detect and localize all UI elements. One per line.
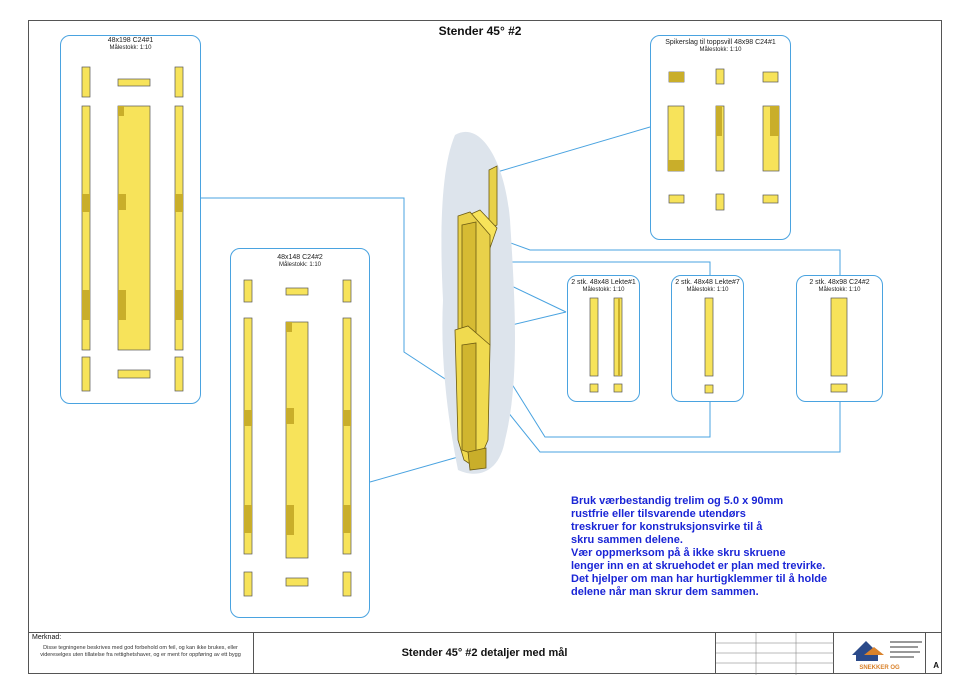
panel-label: 2 stk. 48x98 C24#2 <box>809 279 870 286</box>
panel5-parts <box>704 297 714 394</box>
panel3-parts <box>667 68 780 211</box>
panel4-groove <box>618 298 620 376</box>
panel1-notches <box>82 106 183 320</box>
drawing-title: Stender 45° #2 detaljer med mål <box>401 647 568 659</box>
house-logo-icon <box>852 641 922 661</box>
logo-text: SNEKKER OG <box>859 665 900 671</box>
panel-label: Spikerslag til toppsvill 48x98 C24#1 <box>665 39 776 46</box>
panel-scale: Målestokk: 1:10 <box>582 287 625 293</box>
panel6-parts <box>830 297 848 393</box>
panel-label: 2 stk. 48x48 Lekte#1 <box>571 279 636 286</box>
panel2-parts <box>243 279 352 597</box>
merknad-cell: Merknad: Disse tegningene beskrives med … <box>28 633 254 674</box>
panel-scale: Målestokk: 1:10 <box>699 47 742 53</box>
instruction-line: Bruk værbestandig trelim og 5.0 x 90mm <box>571 495 784 507</box>
panel1-parts <box>81 66 184 392</box>
panel-scale: Målestokk: 1:10 <box>686 287 729 293</box>
title-block: Merknad: Disse tegningene beskrives med … <box>28 632 942 675</box>
instruction-line: rustfrie eller tilsvarende utendørs <box>571 508 746 520</box>
panel-label: 48x198 C24#1 <box>107 37 154 44</box>
instruction-line: delene når man skrur dem sammen. <box>571 586 759 598</box>
panel-scale: Målestokk: 1:10 <box>109 45 152 51</box>
panel-label: 2 stk. 48x48 Lekte#7 <box>675 279 740 286</box>
page-title: Stender 45° #2 <box>438 24 522 38</box>
assembly-instructions: Bruk værbestandig trelim og 5.0 x 90mm r… <box>571 495 871 599</box>
panel-lekte-1[interactable]: 2 stk. 48x48 Lekte#1 Målestokk: 1:10 <box>567 275 640 402</box>
panel3-notches <box>668 72 779 171</box>
revision-label: A <box>933 661 939 670</box>
panel-scale: Målestokk: 1:10 <box>818 287 861 293</box>
revision-cell: A <box>926 633 942 674</box>
instruction-line: Vær oppmerksom på å ikke skru skruene <box>571 547 786 559</box>
merknad-label: Merknad: <box>32 634 62 641</box>
panel-label: 48x148 C24#2 <box>277 254 323 261</box>
instruction-line: skru sammen delene. <box>571 534 683 546</box>
logo-cell: SNEKKER OG <box>834 633 926 674</box>
drawing-sheet <box>28 20 942 674</box>
instruction-line: lenger inn en at skruehodet er plan med … <box>571 560 826 572</box>
info-grid <box>716 633 834 675</box>
panel-scale: Målestokk: 1:10 <box>278 262 322 268</box>
disclaimer-text: Disse tegningene beskrives med god forbe… <box>40 645 241 658</box>
drawing-title-cell: Stender 45° #2 detaljer med mål <box>254 633 716 674</box>
panel2-notches <box>244 322 351 535</box>
info-grid-cell <box>716 633 834 675</box>
panel4-parts <box>589 297 623 393</box>
instruction-line: treskruer for konstruksjonsvirke til å <box>571 521 763 533</box>
instruction-line: Det hjelper om man har hurtigklemmer til… <box>571 573 828 585</box>
assembly-3d-view <box>454 165 498 471</box>
